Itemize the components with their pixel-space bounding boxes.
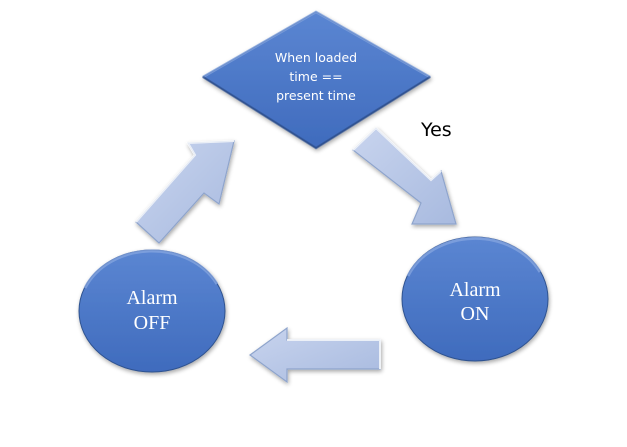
- decision-node: [202, 10, 431, 150]
- alarm-on-label-line-1: Alarm: [449, 279, 501, 301]
- alarm-off-node: [78, 249, 226, 373]
- arrow-alarm-on-to-alarm-off: [248, 326, 381, 384]
- decision-label-line-2: time ==: [289, 69, 342, 84]
- decision-label-line-3: present time: [276, 88, 356, 103]
- alarm-off-label-line-1: Alarm: [126, 287, 178, 309]
- decision-label-line-1: When loaded: [275, 50, 357, 65]
- alarm-on-node: [401, 236, 549, 362]
- edge-label-yes: Yes: [420, 119, 452, 141]
- alarm-off-label-line-2: OFF: [134, 312, 171, 334]
- alarm-on-label-line-2: ON: [461, 303, 490, 325]
- arrow-alarm-off-to-decision: [135, 140, 235, 244]
- arrow-decision-to-alarm-on: [352, 126, 457, 225]
